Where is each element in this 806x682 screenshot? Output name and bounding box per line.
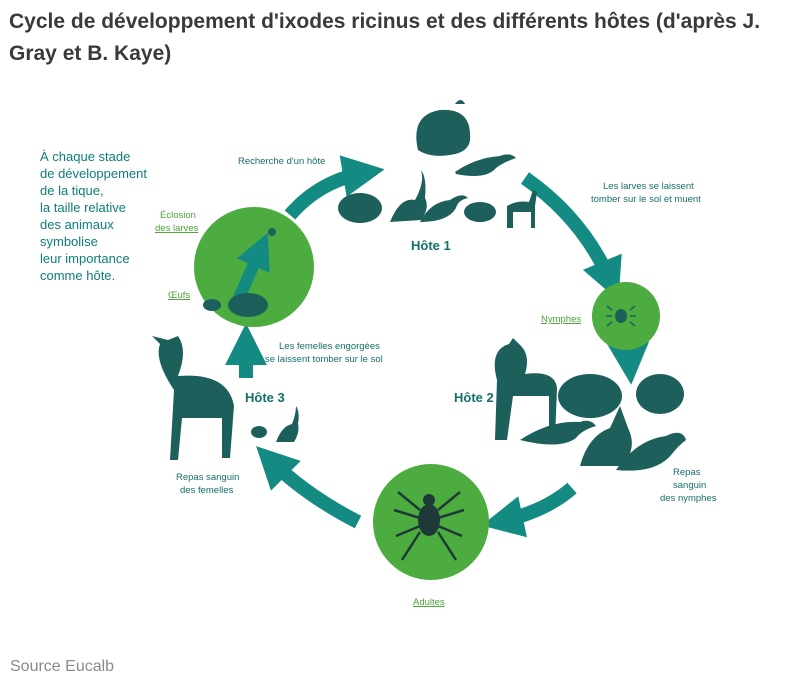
squirrel-icon	[416, 100, 471, 156]
stage-label-eclosion: des larves	[155, 223, 199, 234]
annotation-repas-nymphes: Repas	[673, 467, 701, 478]
tick-head	[423, 494, 435, 506]
stage-adults	[373, 464, 489, 580]
pheasant-icon	[420, 195, 468, 222]
host2-animals	[494, 338, 686, 471]
arrow-host1-to-nymphs	[520, 172, 622, 301]
stage-label-adultes: Adultes	[413, 597, 445, 608]
host3-animals	[152, 336, 299, 460]
arrow-host2-to-adults	[481, 482, 577, 538]
host-label-2: Hôte 2	[454, 390, 494, 405]
stage-label-oeufs: Œufs	[168, 290, 190, 301]
hatching-arrow	[232, 232, 270, 303]
mouse-icon	[464, 202, 496, 222]
blackbird-icon	[455, 154, 516, 176]
stage-label-nymphes: Nymphes	[541, 314, 581, 325]
annotation-larves: tomber sur le sol et muent	[591, 194, 701, 205]
intro-line: de la tique,	[40, 183, 104, 198]
host1-animals	[338, 100, 537, 228]
deer-icon	[494, 338, 557, 440]
intro-line: À chaque stade	[40, 149, 130, 164]
nymph-tick-icon	[615, 309, 627, 323]
pheasant-icon	[616, 432, 686, 471]
intro-line: la taille relative	[40, 200, 126, 215]
nymph-legs	[606, 305, 636, 327]
fox-icon	[580, 406, 632, 466]
intro-line: comme hôte.	[40, 268, 115, 283]
mouse-icon	[251, 426, 267, 438]
blackbird-icon	[520, 420, 596, 445]
larva-icon	[268, 228, 276, 236]
hare-icon	[276, 406, 299, 442]
hedgehog-icon	[228, 293, 268, 317]
stage-eggs-larvae	[194, 207, 314, 327]
stage-label-eclosion: Éclosion	[160, 210, 196, 221]
intro-line: leur importance	[40, 251, 130, 266]
hare-icon	[390, 170, 427, 222]
tick-legs	[393, 491, 465, 561]
intro-text: À chaque stade de développement de la ti…	[40, 149, 147, 283]
host-label-3: Hôte 3	[245, 390, 285, 405]
page-title: Cycle de développement d'ixodes ricinus …	[9, 10, 761, 65]
annotation-larves: Les larves se laissent	[603, 181, 694, 192]
annotation-repas-femelles: Repas sanguin	[176, 472, 239, 483]
annotation-recherche: Recherche d'un hôte	[238, 156, 325, 167]
deer-icon	[152, 336, 234, 460]
hedgehog-icon	[338, 193, 382, 223]
annotation-repas-nymphes: des nymphes	[660, 493, 717, 504]
annotation-repas-femelles: des femelles	[180, 485, 234, 496]
mouse-icon	[203, 299, 221, 311]
annotation-repas-nymphes: sanguin	[673, 480, 706, 491]
annotation-femelles: se laissent tomber sur le sol	[265, 354, 383, 365]
host-label-1: Hôte 1	[411, 238, 451, 253]
squirrel-icon	[636, 374, 684, 414]
arrow-adults-to-host3	[256, 446, 362, 529]
fawn-icon	[507, 190, 537, 228]
annotation-femelles: Les femelles engorgées	[279, 341, 380, 352]
intro-line: symbolise	[40, 234, 98, 249]
hedgehog-icon	[558, 374, 622, 418]
arrow-eggs-to-host1	[284, 155, 385, 220]
intro-line: des animaux	[40, 217, 114, 232]
adult-tick-icon	[418, 504, 440, 536]
source-caption: Source Eucalb	[10, 658, 115, 675]
intro-line: de développement	[40, 166, 147, 181]
stage-nymphs	[592, 282, 660, 350]
